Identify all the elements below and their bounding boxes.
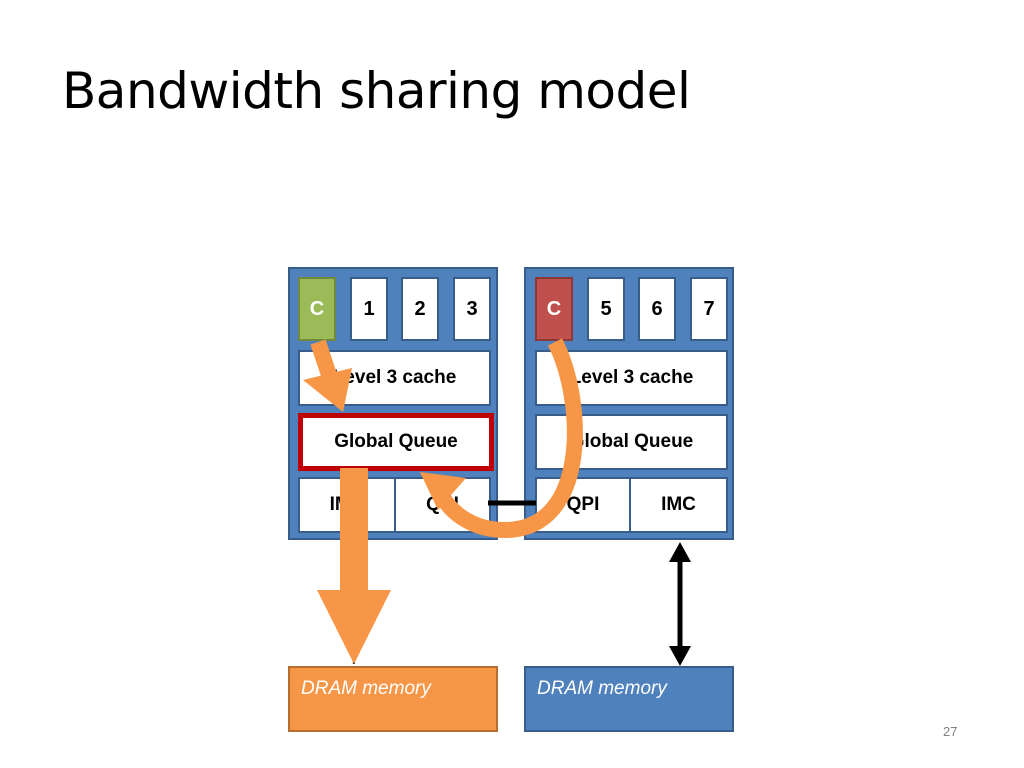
slide-number: 27 xyxy=(943,724,958,739)
core-7: 7 xyxy=(690,277,728,341)
imc-right: IMC xyxy=(629,477,728,533)
global-queue-left: Global Queue xyxy=(298,413,494,471)
imc-dram-link-right xyxy=(669,542,691,666)
core-6: 6 xyxy=(638,277,676,341)
dram-memory-right: DRAM memory xyxy=(524,666,734,732)
core-2: 2 xyxy=(401,277,439,341)
core-c-right: C xyxy=(535,277,573,341)
arrow-remote-core-to-queue xyxy=(420,338,583,539)
core-3: 3 xyxy=(453,277,491,341)
core-1: 1 xyxy=(350,277,388,341)
dram-memory-left: DRAM memory xyxy=(288,666,498,732)
core-c-left: C xyxy=(298,277,336,341)
arrow-queue-to-dram xyxy=(317,468,391,664)
core-5: 5 xyxy=(587,277,625,341)
arrow-core-to-queue xyxy=(303,339,352,412)
slide-title: Bandwidth sharing model xyxy=(62,62,691,120)
